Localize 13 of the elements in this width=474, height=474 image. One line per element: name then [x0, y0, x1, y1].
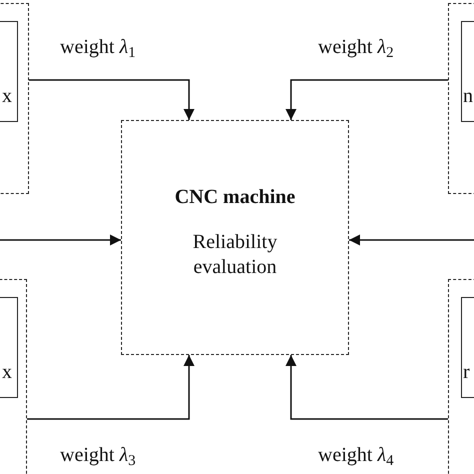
block-label: x: [2, 84, 12, 109]
arrow: [27, 355, 194, 420]
arrow: [286, 79, 448, 120]
block-label: n: [463, 84, 473, 109]
arrow: [349, 234, 474, 246]
block-label: r: [463, 360, 470, 385]
process-box: [121, 120, 349, 355]
block-label: x: [2, 360, 12, 385]
box-text: Reliability evaluation: [192, 230, 278, 280]
arrow: [29, 79, 194, 120]
arrow: [0, 234, 121, 246]
box-title: CNC machine: [174, 185, 296, 210]
arrow: [286, 355, 448, 420]
